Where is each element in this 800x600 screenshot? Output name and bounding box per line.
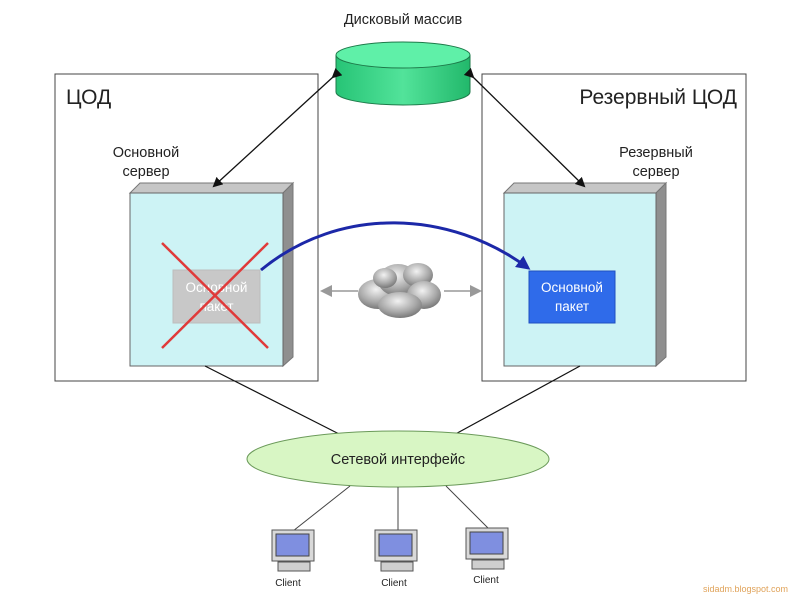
- failed-package-label-line1: Основной: [186, 280, 248, 295]
- client-computer-icon: [465, 527, 509, 570]
- client-link-3: [445, 485, 489, 529]
- primary-network-link: [204, 365, 346, 438]
- disk-array-label: Дисковый массив: [344, 12, 463, 28]
- active-package: [528, 270, 616, 324]
- disk-array-icon: [335, 41, 471, 106]
- active-package-label-line2: пакет: [555, 299, 589, 314]
- active-package-label-line1: Основной: [541, 280, 603, 295]
- backup-dc-title: Резервный ЦОД: [579, 86, 737, 109]
- backup-network-link: [449, 365, 581, 438]
- backup-disk-link-arrow: [463, 67, 586, 188]
- backup-server-label-line2: сервер: [632, 164, 679, 180]
- primary-server-label-line1: Основной: [113, 145, 179, 161]
- primary-server-label-line2: сервер: [122, 164, 169, 180]
- client-computer-icon: [271, 529, 315, 572]
- primary-disk-link-arrow: [212, 67, 343, 188]
- watermark: sidadm.blogspot.com: [703, 584, 788, 594]
- backup-server-label-line1: Резервный: [619, 145, 693, 161]
- cloud-icon: [358, 263, 441, 318]
- primary-dc-title: ЦОД: [66, 86, 111, 109]
- client-label-3: Client: [473, 575, 499, 586]
- failure-cross-icon: [161, 242, 269, 349]
- network-interface-label: Сетевой интерфейс: [331, 452, 465, 468]
- client-label-2: Client: [381, 578, 407, 589]
- client-computer-icon: [374, 529, 418, 572]
- client-link-1: [292, 485, 351, 532]
- client-label-1: Client: [275, 578, 301, 589]
- migration-arrow: [260, 221, 531, 272]
